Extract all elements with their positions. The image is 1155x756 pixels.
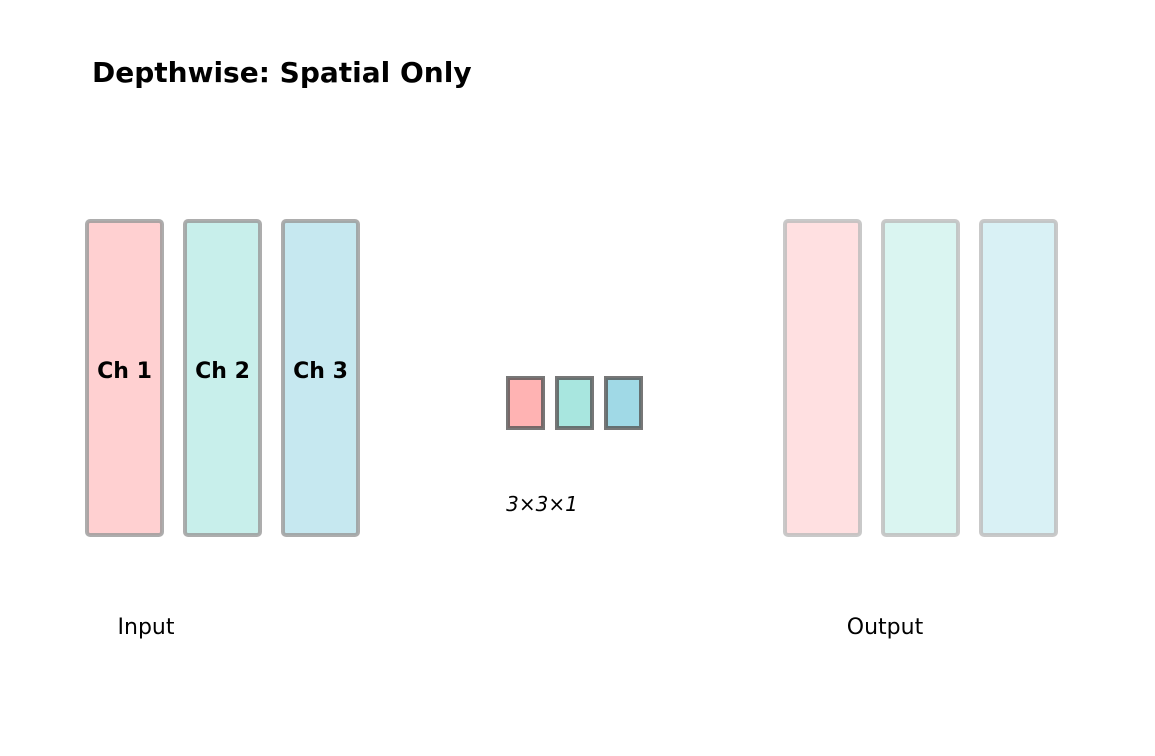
output-channels bbox=[783, 219, 1058, 537]
kernel-size-label: 3×3×1 bbox=[506, 492, 578, 516]
kernel-3 bbox=[604, 376, 643, 430]
input-channel-3 bbox=[281, 219, 360, 537]
output-channel-3 bbox=[979, 219, 1058, 537]
diagram-title: Depthwise: Spatial Only bbox=[92, 56, 472, 89]
kernels bbox=[506, 376, 643, 430]
input-channels: Ch 1 Ch 2 Ch 3 bbox=[85, 219, 360, 537]
input-label: Input bbox=[118, 615, 175, 640]
output-channel-1 bbox=[783, 219, 862, 537]
input-channel-2 bbox=[183, 219, 262, 537]
input-channel-2-label: Ch 2 bbox=[195, 359, 250, 384]
output-label: Output bbox=[847, 615, 924, 640]
kernel-1 bbox=[506, 376, 545, 430]
input-channel-1-label: Ch 1 bbox=[97, 359, 152, 384]
input-channel-1 bbox=[85, 219, 164, 537]
output-channel-2 bbox=[881, 219, 960, 537]
kernel-2 bbox=[555, 376, 594, 430]
input-channel-3-label: Ch 3 bbox=[293, 359, 348, 384]
